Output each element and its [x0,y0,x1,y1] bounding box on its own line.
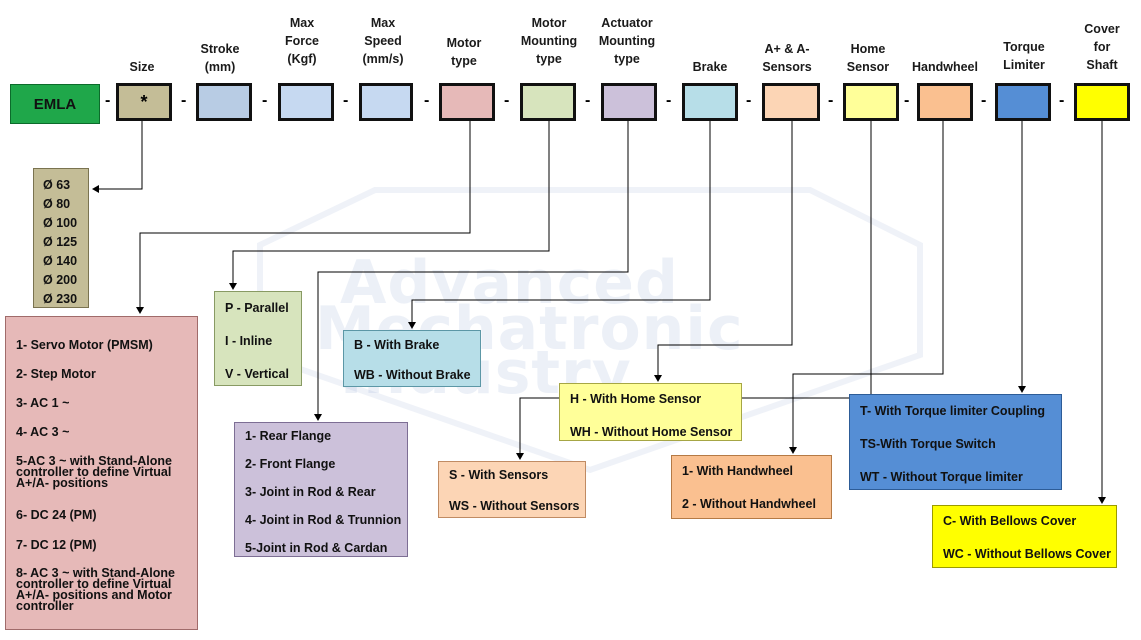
header-handwheel: Handwheel [912,60,978,74]
prefix-box: EMLA [10,84,100,124]
header-sensors: A+ & A- Sensors [762,42,812,74]
separator: - [504,92,510,109]
actuator-mounting-option: 2- Front Flange [245,457,336,471]
actuator-mounting-options: 1- Rear Flange 2- Front Flange 3- Joint … [234,422,408,557]
header-torque-limiter: Torque Limiter [1003,40,1045,72]
motor-type-option: 8- AC 3 ~ with Stand-Alone controller to… [16,566,175,613]
motor-type-option: 3- AC 1 ~ [16,396,70,410]
code-torque-limiter [995,83,1051,121]
code-max-force [278,83,334,121]
watermark-outline [257,187,923,474]
code-motor-type [439,83,495,121]
size-option: Ø 125 [43,235,78,249]
header-stroke: Stroke (mm) [200,42,240,74]
handwheel-options: 1- With Handwheel 2 - Without Handwheel [671,455,832,519]
header-size: Size [129,60,155,74]
size-option: Ø 63 [43,178,71,192]
size-options: Ø 63 Ø 80 Ø 100 Ø 125 Ø 140 Ø 200 Ø 230 [33,168,89,308]
home-sensor-option: H - With Home Sensor [570,392,702,406]
motor-type-option: 6- DC 24 (PM) [16,508,97,522]
brake-option: WB - Without Brake [354,368,471,382]
separator: - [343,92,349,109]
home-sensor-option: WH - Without Home Sensor [570,425,733,439]
separator: - [904,92,910,109]
actuator-mounting-option: 4- Joint in Rod & Trunnion [245,513,402,527]
header-max-speed: Max Speed (mm/s) [362,16,404,66]
handwheel-option: 1- With Handwheel [682,464,794,478]
watermark-line-1: Advanced [340,248,679,318]
separator: - [105,92,111,109]
cover-options: C- With Bellows Cover WC - Without Bello… [932,505,1117,568]
code-sensors [762,83,820,121]
size-option: Ø 140 [43,254,78,268]
code-brake [682,83,738,121]
brake-option: B - With Brake [354,338,440,352]
separator: - [1059,92,1065,109]
motor-type-option: 4- AC 3 ~ [16,425,70,439]
motor-mounting-option: P - Parallel [225,301,289,315]
line-home-sensor [654,121,793,382]
code-actuator-mounting [601,83,657,121]
size-option: Ø 200 [43,273,78,287]
motor-type-options: 1- Servo Motor (PMSM) 2- Step Motor 3- A… [5,316,198,630]
line-handwheel [789,121,944,454]
code-handwheel [917,83,973,121]
separator: - [424,92,430,109]
motor-mounting-option: I - Inline [225,334,273,348]
separator: - [828,92,834,109]
line-brake [408,121,711,329]
separator: - [181,92,187,109]
size-option: Ø 230 [43,292,78,306]
actuator-mounting-option: 1- Rear Flange [245,429,332,443]
separator: - [262,92,268,109]
header-motor-mounting: Motor Mounting type [520,16,578,66]
header-cover: Cover for Shaft [1084,22,1120,72]
code-stroke [196,83,252,121]
code-home-sensor [843,83,899,121]
code-cover [1074,83,1130,121]
motor-type-option: 1- Servo Motor (PMSM) [16,338,153,352]
torque-limiter-option: TS-With Torque Switch [860,437,996,451]
sensors-options: S - With Sensors WS - Without Sensors [438,461,586,518]
header-max-force: Max Force (Kgf) [284,16,320,66]
motor-mounting-options: P - Parallel I - Inline V - Vertical [214,291,302,386]
header-home-sensor: Home Sensor [846,42,890,74]
header-motor-type: Motor type [446,36,482,68]
code-size: * [116,83,172,121]
header-brake: Brake [692,60,728,74]
line-size [92,121,143,193]
size-option: Ø 100 [43,216,78,230]
line-motor-type [136,121,471,314]
separator: - [585,92,591,109]
handwheel-option: 2 - Without Handwheel [682,497,816,511]
code-motor-mounting [520,83,576,121]
torque-limiter-option: T- With Torque limiter Coupling [860,404,1046,418]
separator: - [746,92,752,109]
home-sensor-options: H - With Home Sensor WH - Without Home S… [559,383,742,441]
motor-type-option: 2- Step Motor [16,367,96,381]
motor-mounting-option: V - Vertical [225,367,289,381]
separator: - [981,92,987,109]
header-actuator-mounting: Actuator Mounting type [598,16,656,66]
motor-type-option: 7- DC 12 (PM) [16,538,97,552]
actuator-mounting-option: 5-Joint in Rod & Cardan [245,541,388,555]
actuator-mounting-option: 3- Joint in Rod & Rear [245,485,376,499]
torque-limiter-options: T- With Torque limiter Coupling TS-With … [849,394,1062,490]
line-actuator-mounting [314,121,629,421]
torque-limiter-option: WT - Without Torque limiter [860,470,1023,484]
sensors-option: S - With Sensors [449,468,549,482]
size-option: Ø 80 [43,197,71,211]
code-max-speed [359,83,413,121]
cover-option: C- With Bellows Cover [943,514,1077,528]
motor-type-option: 5-AC 3 ~ with Stand-Alone controller to … [16,454,172,490]
separator: - [666,92,672,109]
line-motor-mounting [229,121,550,290]
brake-options: B - With Brake WB - Without Brake [343,330,481,387]
cover-option: WC - Without Bellows Cover [943,547,1111,561]
sensors-option: WS - Without Sensors [449,499,580,513]
